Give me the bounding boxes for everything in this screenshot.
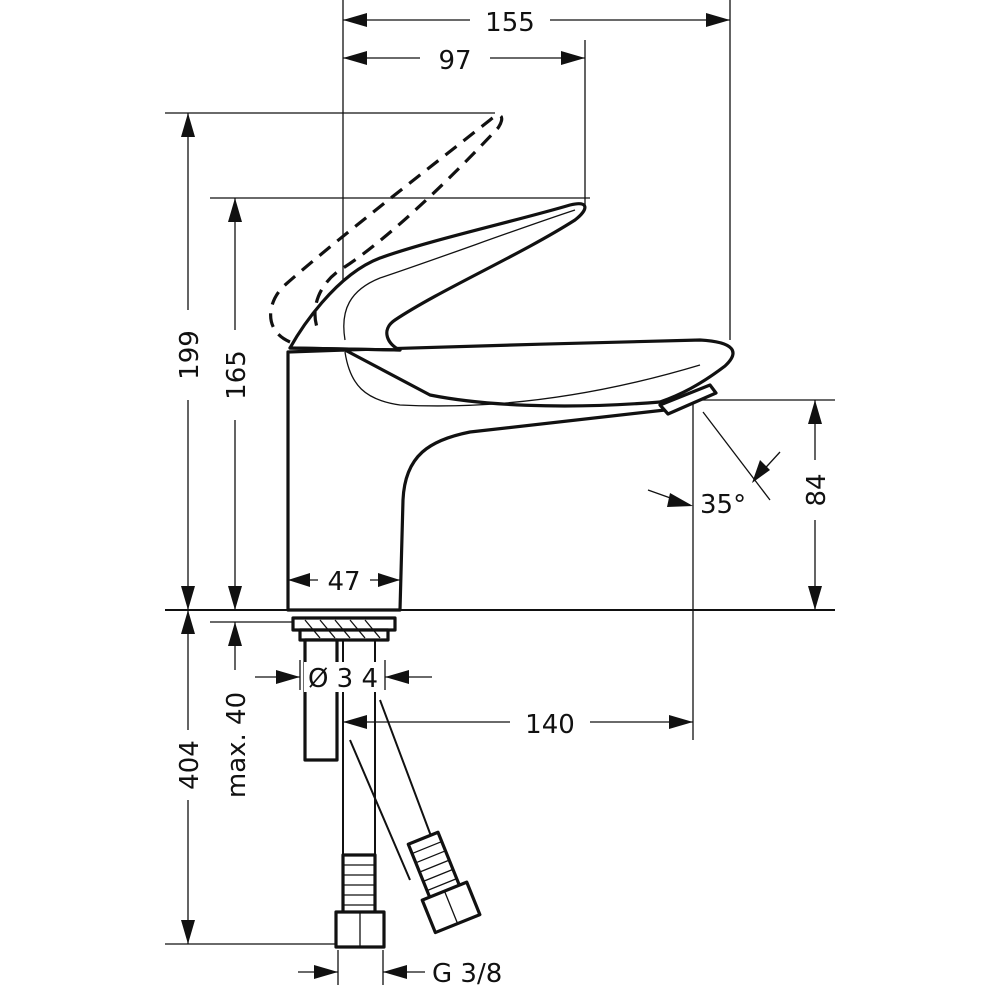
dimension-84: 84 [797, 400, 833, 610]
hose-fittings [334, 830, 482, 949]
lever-open-dashed [269, 113, 504, 344]
dimension-404: 404 [170, 610, 206, 944]
dim-label-47: 47 [327, 567, 360, 597]
dim-label-angle: 35° [700, 490, 746, 520]
dim-label-thread: G 3/8 [432, 959, 502, 989]
dimension-47: 47 [288, 565, 400, 597]
dimension-max40: max. 40 [217, 622, 253, 810]
dim-label-404: 404 [175, 740, 205, 790]
dim-label-165: 165 [222, 350, 252, 400]
dimension-97: 97 [343, 42, 585, 76]
dimension-thread: G 3/8 [298, 959, 502, 989]
dim-label-diameter: Ø 3 4 [308, 664, 378, 694]
dim-label-155: 155 [485, 8, 535, 38]
dimension-155: 155 [343, 4, 730, 38]
dimension-165: 165 [217, 198, 253, 610]
dimension-140: 140 [343, 707, 693, 740]
dim-label-199: 199 [175, 330, 205, 380]
lever-closed [288, 202, 587, 352]
dim-label-84: 84 [802, 473, 832, 506]
faucet-body [286, 338, 735, 612]
dimension-angle: 35° [647, 411, 781, 520]
dimension-199: 199 [170, 113, 206, 610]
dim-label-140: 140 [525, 710, 575, 740]
mounting-assembly [291, 616, 441, 881]
dimension-diameter: Ø 3 4 [255, 662, 432, 694]
dim-label-max40: max. 40 [222, 692, 252, 798]
dim-label-97: 97 [438, 46, 471, 76]
extension-lines [165, 0, 835, 985]
